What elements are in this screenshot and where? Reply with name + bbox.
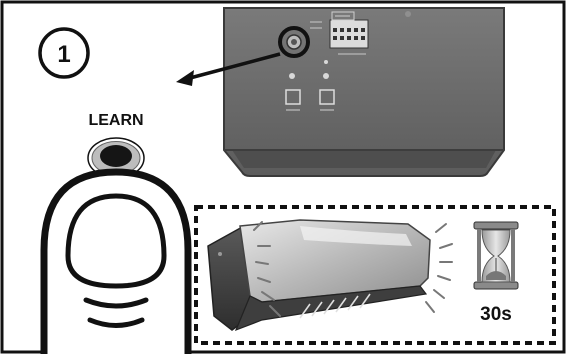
hourglass-icon <box>474 222 518 289</box>
timer-label: 30s <box>480 304 512 325</box>
control-board <box>224 8 504 176</box>
step-number: 1 <box>57 41 70 68</box>
step-badge: 1 <box>40 29 88 77</box>
finger-icon <box>44 172 188 354</box>
learn-label: LEARN <box>88 112 143 129</box>
